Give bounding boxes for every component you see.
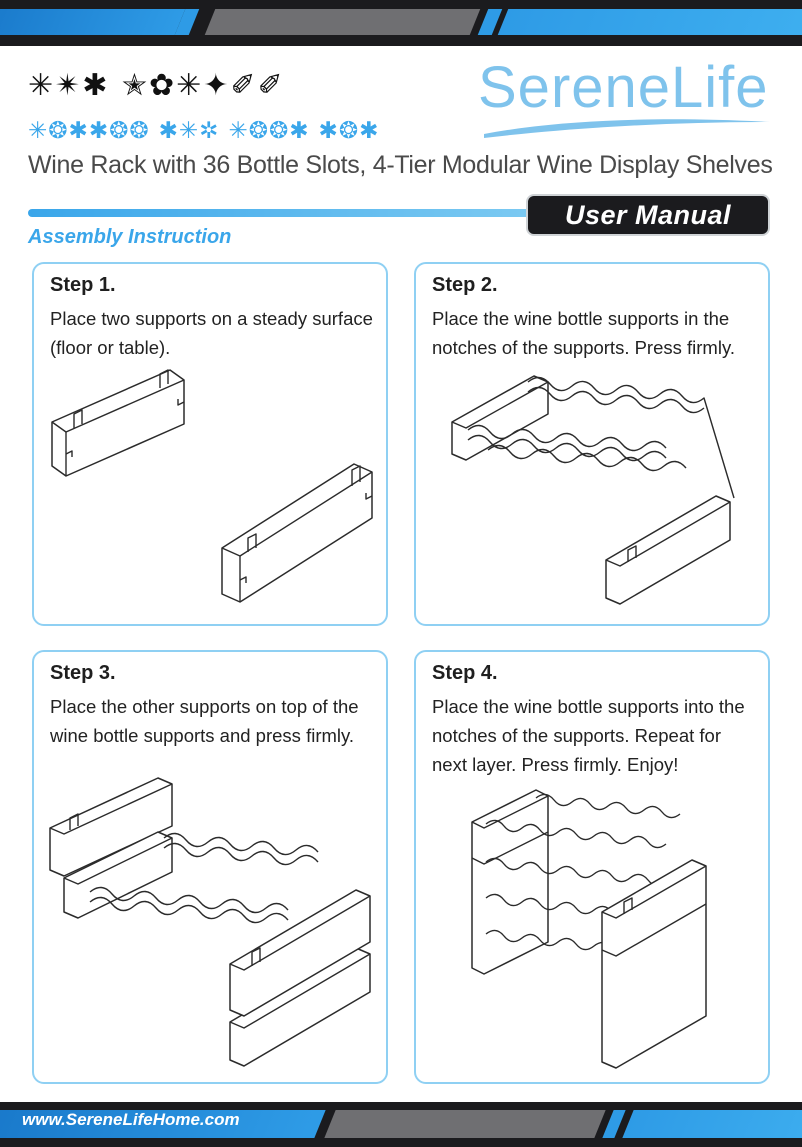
step-1-text: Place two supports on a steady surface (… [50, 308, 373, 358]
footer-banner [0, 1102, 802, 1147]
banner-stripe [622, 1110, 802, 1138]
banner-stripe [0, 9, 186, 35]
banner-stripe [324, 1110, 606, 1138]
step-1-title: Step 1. [50, 274, 116, 296]
step-1-illustration [51, 369, 373, 603]
step-4-box: Step 4. Place the wine bottle supports i… [414, 650, 770, 1084]
user-manual-label: User Manual [564, 199, 732, 230]
website-link[interactable]: www.SereneLifeHome.com [22, 1110, 240, 1129]
step-2-box: Step 2. Place the wine bottle supports i… [414, 262, 770, 626]
step-2-text: Place the wine bottle supports in the no… [432, 308, 735, 358]
stacked-rack [471, 789, 707, 1069]
product-title: Wine Rack with 36 Bottle Slots, 4-Tier M… [28, 151, 773, 179]
banner-stripe [497, 9, 802, 35]
step-2-illustration [451, 375, 735, 605]
support-piece [221, 463, 373, 603]
step-2-title: Step 2. [432, 274, 498, 296]
step-3-box: Step 3. Place the other supports on top … [32, 650, 388, 1084]
step-4-text: Place the wine bottle supports into the … [432, 696, 745, 775]
top-banner [0, 0, 802, 46]
step-3-title: Step 3. [50, 662, 116, 684]
serenelife-logo: SereneLife [478, 54, 773, 144]
user-manual-badge: User Manual [526, 194, 770, 236]
banner-stripe [204, 9, 481, 35]
step-1-box: Step 1. Place two supports on a steady s… [32, 262, 388, 626]
step-4-title: Step 4. [432, 662, 498, 684]
symbol-title-line1: ✳✴✱ ✭✿✳✦✐✐ [28, 68, 285, 103]
step-3-text: Place the other supports on top of the w… [50, 696, 359, 746]
step-3-illustration [49, 777, 371, 1067]
section-title: Assembly Instruction [28, 226, 232, 248]
step-4-illustration [471, 789, 707, 1069]
support-piece [51, 369, 185, 477]
logo-text: SereneLife [478, 55, 769, 120]
banner-stripe [602, 1110, 626, 1138]
divider [28, 209, 538, 217]
symbol-title-line2: ✳❂✱✱❂❂ ✱✳✲ ✳❂❂✱ ✱❂✱ [28, 118, 380, 144]
logo-swoosh-icon [484, 119, 770, 138]
